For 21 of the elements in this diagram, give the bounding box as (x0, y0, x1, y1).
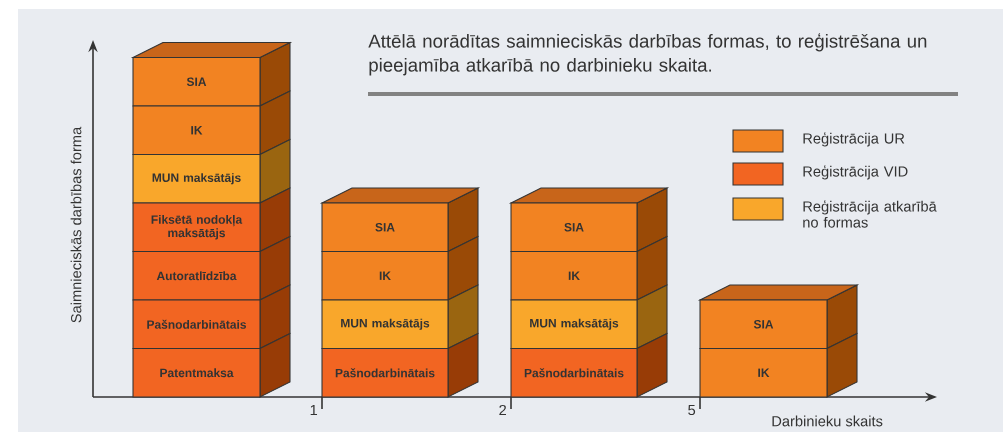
stack-block: IK (321, 235, 479, 301)
stack-block: Pašnodarbinātais (510, 332, 668, 398)
stack-block: Patentmaksa (132, 332, 291, 398)
tick-label: 5 (688, 404, 696, 416)
legend-label: Reģistrācija UR (803, 132, 905, 147)
stack-block: Fiksētā nodokļa maksātājs (132, 187, 291, 253)
tick-label: 1 (310, 404, 318, 416)
axis-label: Darbinieku skaits (772, 415, 883, 427)
stack-block: Pašnodarbinātais (132, 284, 291, 350)
stack-block: Pašnodarbinātais (321, 332, 479, 398)
stack-block: MUN maksātājs (510, 284, 668, 350)
axis-label: Saimnieciskās darbības forma (70, 126, 82, 323)
legend-label: Reģistrācija VID (803, 165, 908, 180)
stack-block: IK (510, 235, 668, 301)
tick-label: 2 (499, 404, 506, 416)
stack-block: MUN maksātājs (132, 138, 291, 204)
stack-block: IK (699, 332, 858, 398)
heading: Attēlā norādītas saimnieciskās darbības formas, to reģistrēšana un pieejamība atkarībā no darbinieku skaita. (368, 33, 927, 76)
legend-label: Reģistrācija atkarībā no formas (803, 200, 937, 228)
stack-block: IK (132, 90, 291, 156)
stack-block: MUN maksātājs (321, 284, 479, 350)
